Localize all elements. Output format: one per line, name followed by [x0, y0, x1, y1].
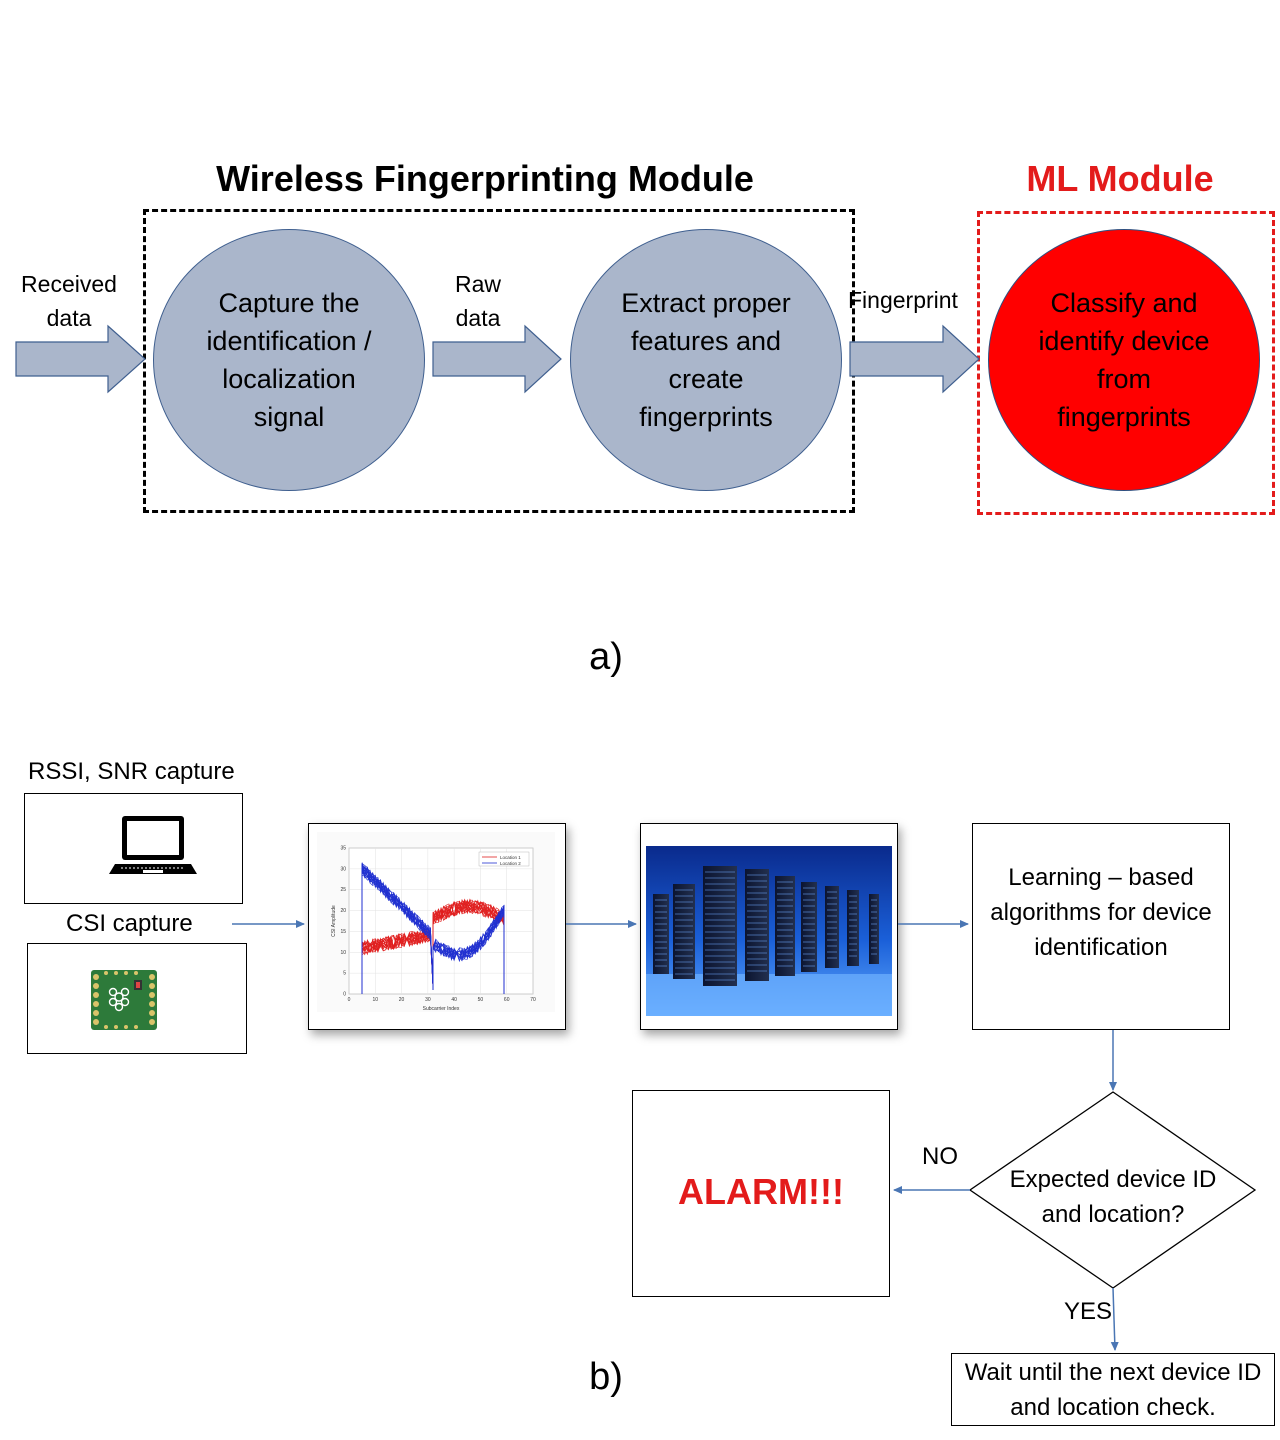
laptop-icon	[109, 816, 197, 874]
received-data-arrow	[15, 324, 146, 394]
board-box	[27, 943, 247, 1054]
plot-y-axis-label: CSI Amplitude	[331, 905, 337, 937]
alarm-box: ALARM!!!	[632, 1090, 890, 1297]
plot-x-tick-label: 40	[451, 997, 457, 1003]
caption-b: b)	[589, 1356, 623, 1398]
extract-features-circle: Extract proper features and create finge…	[570, 229, 842, 491]
yes-label: YES	[1064, 1298, 1113, 1325]
plot-x-tick-label: 20	[399, 997, 405, 1003]
ml-module-title: ML Module	[1026, 158, 1214, 199]
no-label: NO	[922, 1143, 958, 1170]
server-rack	[869, 894, 879, 964]
legend-location-2: Location 2	[500, 861, 521, 866]
decision-text: Expected device ID and location?	[1009, 1166, 1217, 1228]
plot-series-line-location-2	[361, 865, 505, 994]
wireless-fingerprinting-module-title: Wireless Fingerprinting Module	[216, 158, 754, 199]
classify-device-text: Classify and identify device from finger…	[1038, 288, 1210, 432]
plot-y-tick-label: 15	[340, 929, 346, 935]
capture-signal-text: Capture the identification / localizatio…	[206, 288, 372, 432]
server-rack	[775, 876, 795, 976]
block-arrows	[15, 324, 980, 394]
server-image-box	[640, 823, 898, 1030]
rssi-snr-label: RSSI, SNR capture	[28, 758, 235, 785]
plot-y-tick-label: 5	[343, 971, 346, 977]
caption-a: a)	[589, 636, 623, 678]
server-rack	[825, 886, 839, 968]
wait-next-check-text: Wait until the next device ID and locati…	[964, 1358, 1262, 1421]
received-data-label: Received data	[21, 271, 117, 331]
plot-y-tick-label: 0	[343, 992, 346, 998]
laptop-box	[24, 793, 243, 904]
plot-x-tick-label: 10	[373, 997, 379, 1003]
plot-y-tick-label: 25	[340, 887, 346, 893]
plot-x-tick-label: 0	[348, 997, 351, 1003]
plot-y-tick-label: 20	[340, 908, 346, 914]
server-room-image	[646, 846, 892, 1016]
plot-x-tick-label: 30	[425, 997, 431, 1003]
capture-signal-circle: Capture the identification / localizatio…	[153, 229, 425, 491]
csi-capture-label: CSI capture	[66, 910, 193, 937]
server-rack	[745, 869, 769, 981]
plot-x-tick-label: 50	[478, 997, 484, 1003]
plot-legend	[478, 851, 530, 867]
plot-y-tick-label: 30	[340, 866, 346, 872]
plot-x-tick-label: 70	[530, 997, 536, 1003]
learning-algorithms-text: Learning – based algorithms for device i…	[990, 864, 1212, 961]
server-rack	[847, 890, 859, 966]
plot-x-tick-label: 60	[504, 997, 510, 1003]
yes-connector	[1110, 1287, 1119, 1351]
csi-amplitude-plot: 0 5 10 15 20 25 30 35 0 10 20 30 40 50 60 70 CSI Ampli…	[317, 832, 555, 1012]
server-rack	[801, 882, 817, 972]
flow-connectors	[232, 920, 1257, 1351]
legend-location-1: Location 1	[500, 855, 521, 860]
classify-device-circle: Classify and identify device from finger…	[988, 229, 1260, 491]
raw-data-arrow	[432, 324, 562, 394]
csi-plot-box: 0 5 10 15 20 25 30 35 0 10 20 30 40 50 60 70 CSI Ampli…	[308, 823, 566, 1030]
wait-next-check-box: Wait until the next device ID and locati…	[951, 1353, 1275, 1426]
fingerprint-arrow	[849, 324, 980, 394]
ml-module-border	[977, 211, 1275, 515]
plot-y-tick-label: 10	[340, 950, 346, 956]
plot-y-tick-label: 35	[340, 846, 346, 852]
extract-features-text: Extract proper features and create finge…	[621, 288, 791, 432]
learning-algorithms-box: Learning – based algorithms for device i…	[972, 823, 1230, 1030]
plot-x-axis-label: Subcarrier Index	[423, 1006, 460, 1012]
raw-data-label: Raw data	[454, 271, 501, 331]
alarm-text: ALARM!!!	[678, 1170, 844, 1212]
microcontroller-board-icon	[91, 970, 157, 1030]
fingerprint-label: Fingerprint	[848, 287, 958, 313]
